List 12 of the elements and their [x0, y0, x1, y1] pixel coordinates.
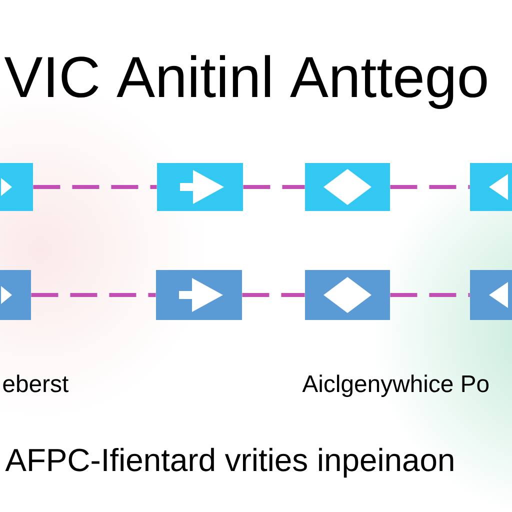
dashed-line: [243, 185, 305, 189]
text-label: AFPC-Ifientard vrities inpeinaon: [5, 448, 454, 478]
dashed-line: [242, 293, 305, 297]
process-box: [0, 270, 31, 320]
text-label: eberst: [3, 374, 68, 392]
process-box: [0, 163, 33, 211]
dashed-line: [33, 185, 157, 189]
dashed-line: [390, 293, 470, 297]
dashed-line: [31, 293, 156, 297]
text-label: Aiclgenywhice Po: [302, 374, 489, 397]
title: VIC Anitinl Anttego: [4, 55, 487, 109]
dashed-line: [390, 185, 470, 189]
